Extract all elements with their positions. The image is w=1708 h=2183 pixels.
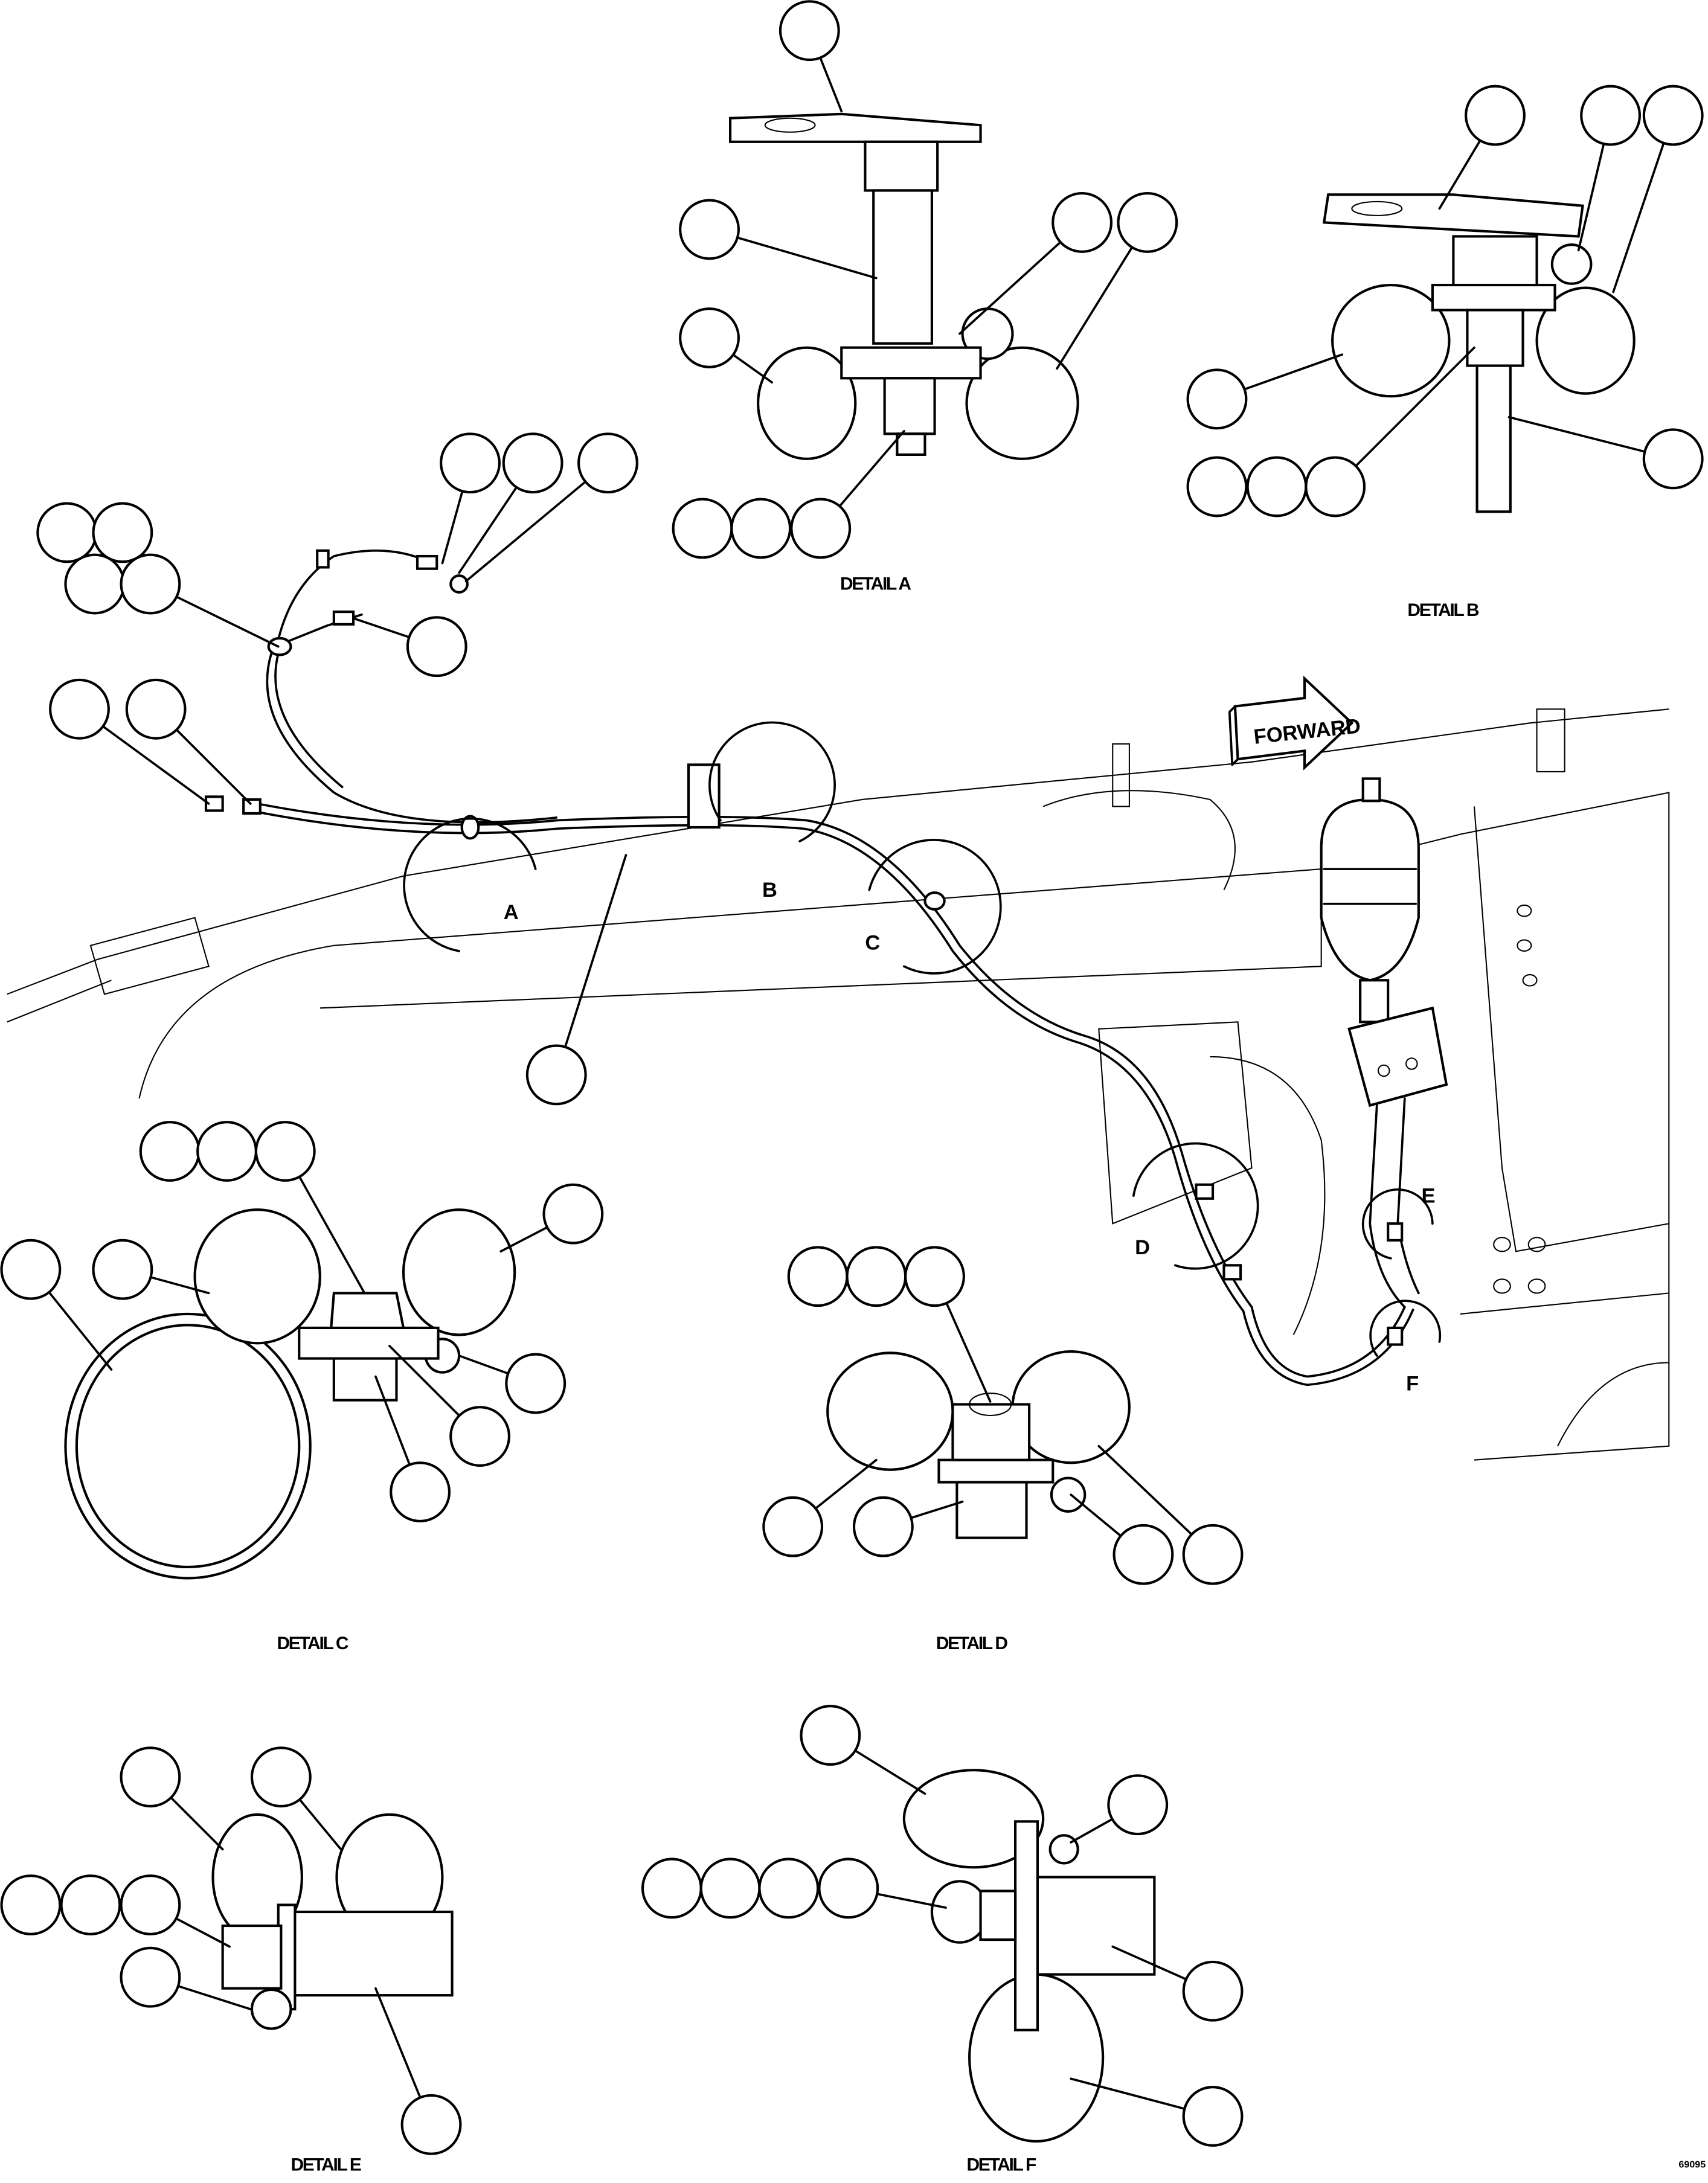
detail-d-drawing (826, 1350, 1131, 1539)
callout-balloon (904, 1246, 965, 1307)
callout-balloon (125, 678, 187, 740)
callout-balloon (672, 498, 733, 559)
callout-balloon (787, 1246, 849, 1307)
callout-balloon (502, 432, 563, 494)
detail-indicator-b (708, 721, 836, 842)
callout-balloon (779, 0, 840, 62)
callout-balloon (139, 1121, 201, 1182)
leader-line (555, 854, 628, 1076)
detail-e-drawing (211, 1813, 454, 2030)
detail-a-drawing (729, 112, 1079, 460)
detail-indicator-e (1361, 1188, 1434, 1260)
callout-balloon (0, 1239, 62, 1300)
callout-balloon (542, 1183, 604, 1245)
valve-block (1347, 1006, 1448, 1309)
callout-balloon (64, 553, 126, 615)
callout-letter-e: E (1421, 1185, 1435, 1208)
callout-balloon (1580, 85, 1642, 146)
detail-indicator-d (1132, 1142, 1259, 1270)
callout-balloon (120, 553, 181, 615)
callout-balloon (1642, 85, 1704, 146)
callout-letter-b: B (762, 879, 777, 902)
detail-f-drawing (902, 1769, 1156, 2143)
callout-balloon (254, 1121, 316, 1182)
leader-line (1612, 114, 1675, 293)
callout-balloon (525, 1044, 587, 1106)
callout-balloon (390, 1461, 451, 1523)
callout-balloon (1107, 1774, 1169, 1836)
callout-balloon (49, 678, 110, 740)
callout-balloon (846, 1246, 907, 1307)
callout-balloon (0, 1874, 62, 1935)
hose-assembly (204, 549, 1414, 1386)
callout-balloon (1182, 2086, 1244, 2147)
leader-line (464, 461, 609, 583)
accumulator (1320, 777, 1420, 1024)
callout-letter-d: D (1135, 1236, 1150, 1259)
callout-balloon (1246, 456, 1308, 518)
callout-balloon (440, 432, 501, 494)
callout-balloon (641, 1858, 702, 1919)
callout-balloon (250, 1746, 312, 1808)
callout-balloon (120, 1946, 181, 2008)
leader-line (1334, 346, 1475, 488)
detail-b-title: DETAIL B (1407, 600, 1478, 620)
detail-c-drawing (64, 1208, 516, 1580)
callout-balloon (1112, 1524, 1174, 1585)
detail-c-title: DETAIL C (277, 1633, 348, 1653)
callout-letter-f: F (1406, 1373, 1419, 1396)
callout-balloon (92, 502, 153, 563)
callout-balloon (1305, 456, 1366, 518)
callout-balloon (790, 498, 852, 559)
callout-balloon (1182, 1524, 1244, 1585)
callout-balloon (120, 1874, 181, 1935)
callout-balloon (1642, 428, 1704, 490)
forward-arrow-icon: FORWARD (1228, 675, 1362, 771)
detail-indicator-c (868, 839, 1002, 975)
callout-letter-a: A (504, 901, 519, 924)
callout-balloon (758, 1858, 820, 1919)
detail-d-title: DETAIL D (936, 1633, 1007, 1653)
callout-balloon (60, 1874, 121, 1935)
callout-balloon (196, 1121, 257, 1182)
callout-balloon (1051, 191, 1113, 253)
callout-balloon (679, 199, 740, 260)
callout-balloon (679, 307, 740, 368)
callout-balloon (818, 1858, 879, 1919)
callout-balloon (577, 432, 638, 494)
figure-code: 69095 (1678, 2159, 1706, 2170)
callout-balloon (406, 616, 467, 678)
detail-a-title: DETAIL A (840, 574, 911, 594)
callout-balloon (449, 1406, 511, 1467)
detail-indicator-f (1369, 1300, 1442, 1357)
detail-e-title: DETAIL E (291, 2155, 361, 2175)
callout-balloon (92, 1239, 153, 1300)
callout-balloon (730, 498, 792, 559)
callout-balloon (1465, 85, 1526, 146)
detail-b-drawing (1322, 193, 1636, 513)
callout-balloon (120, 1746, 181, 1808)
callout-balloon (505, 1353, 567, 1414)
callout-balloon (36, 502, 98, 563)
callout-balloon (852, 1496, 914, 1557)
callout-letter-c: C (865, 932, 880, 955)
detail-indicators (403, 721, 1442, 1357)
detail-f-title: DETAIL F (967, 2155, 1036, 2175)
callout-balloon (800, 1705, 861, 1766)
callout-balloon (400, 2094, 462, 2155)
callout-balloon (1117, 191, 1178, 253)
callout-balloon (1186, 456, 1248, 518)
callout-balloon (762, 1496, 824, 1557)
detail-indicator-a (403, 817, 537, 952)
callout-balloon (699, 1858, 761, 1919)
callout-balloon (1186, 368, 1248, 430)
callout-balloon (1182, 1960, 1244, 2022)
